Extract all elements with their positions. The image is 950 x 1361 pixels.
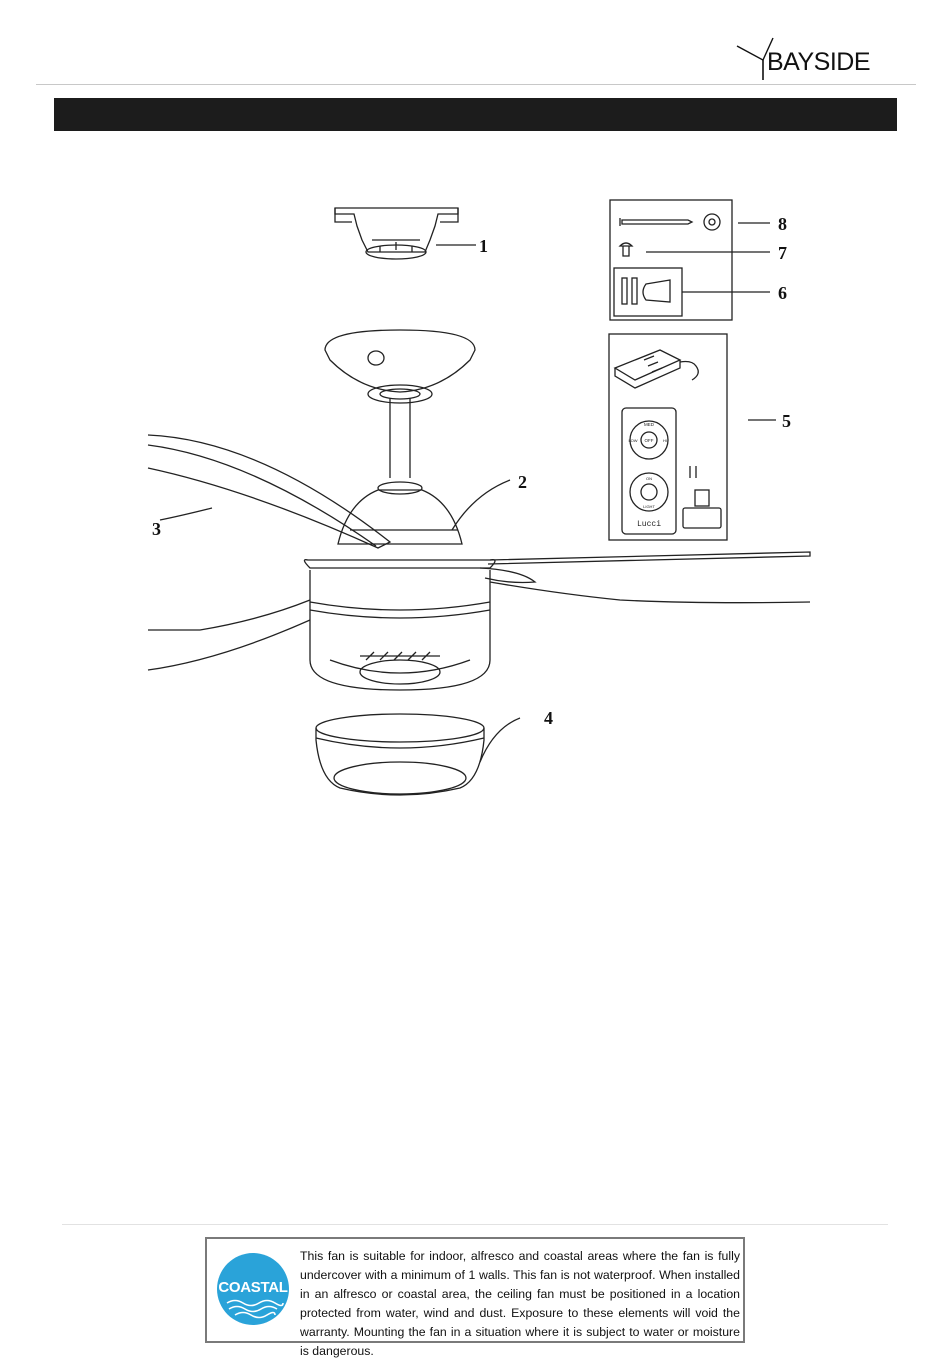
callout-4: 4 [544,708,553,728]
callout-2: 2 [518,472,527,492]
motor-housing-part [303,481,496,691]
light-kit-cover-part [315,713,485,796]
remote-low-label: LOW [628,438,637,443]
callout-1: 1 [479,236,488,256]
mounting-bracket-part [334,207,459,260]
coastal-badge: COASTAL [217,1253,289,1325]
fan-blade-logo-icon [736,37,774,80]
section-title-bar [54,98,897,131]
remote-control-part [608,333,728,541]
callout-6: 6 [778,283,787,303]
header-divider [36,84,916,85]
remote-brand-label: Lucci [637,520,661,529]
callout-3: 3 [152,519,161,539]
callout-5: 5 [782,411,791,431]
coastal-notice: COASTAL This fan is suitable for indoor,… [205,1237,745,1358]
callout-7: 7 [778,243,787,263]
footer-divider [62,1224,888,1225]
logo-text: BAYSIDE [767,48,871,76]
callout-8: 8 [778,214,787,234]
downrod-part [389,398,411,478]
brand-logo: BAYSIDE [735,36,871,82]
remote-med-label: MED [644,422,655,427]
remote-light-label: LIGHT [643,504,655,509]
canopy-part [324,329,476,404]
callout-leader-lines [159,222,776,763]
remote-hi-label: HI [663,438,667,443]
hardware-kit-part [609,199,733,321]
remote-off-label: OFF [645,438,654,443]
coastal-badge-label: COASTAL [218,1279,288,1296]
coastal-wave-icon [217,1253,289,1325]
coastal-notice-text: This fan is suitable for indoor, alfresc… [300,1249,740,1358]
remote-on-label: ON [646,476,652,481]
fan-parts-diagram: MED OFF LOW HI ON LIGHT Lucci 1 2 3 4 5 … [147,199,811,796]
fan-blades-part [147,434,811,671]
